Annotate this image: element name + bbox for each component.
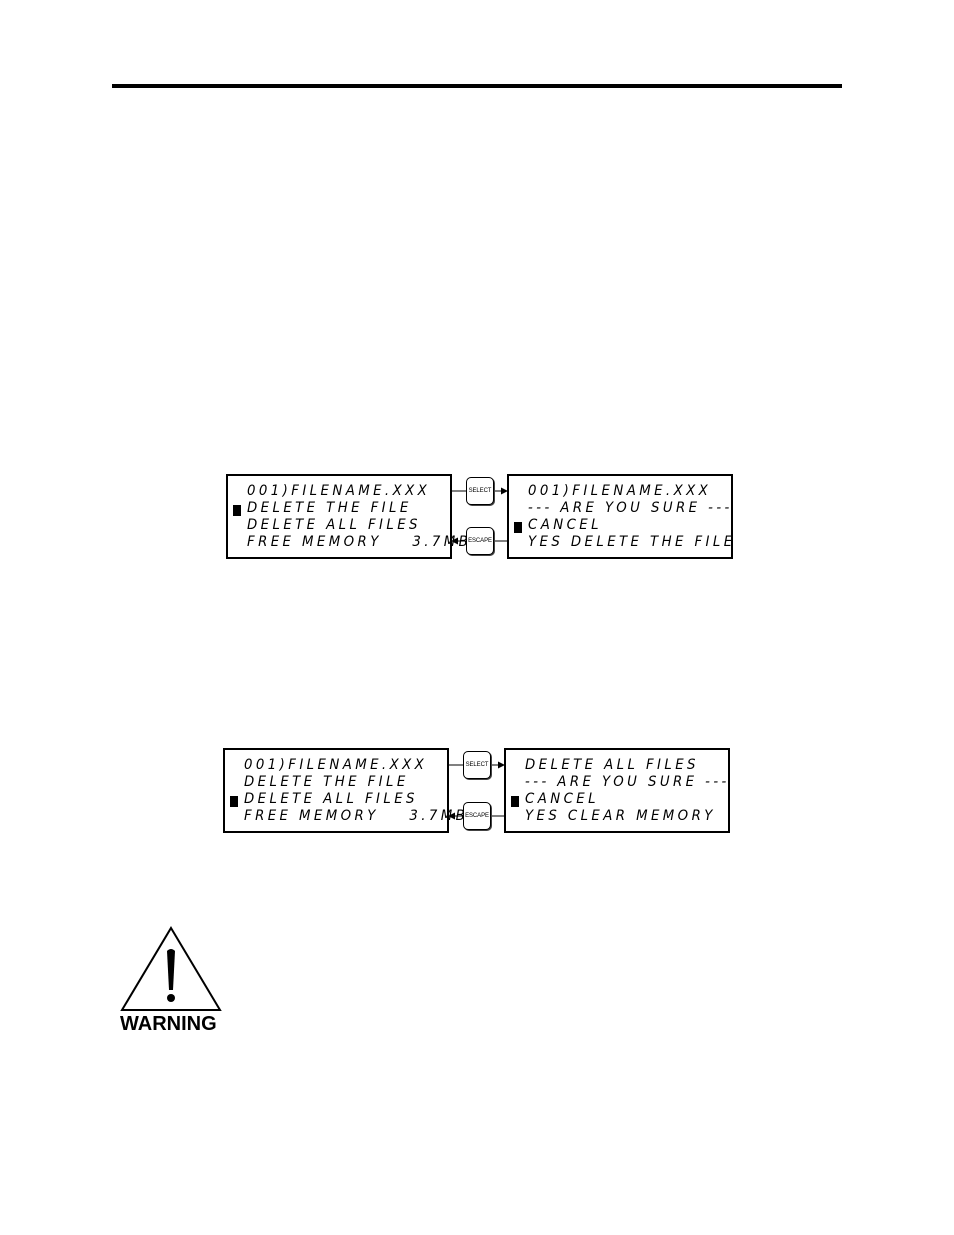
lcd-line-delete-all: DELETE ALL FILES [244,791,418,807]
lcd-line-are-you-sure: --- ARE YOU SURE --- [525,774,730,790]
escape-key[interactable]: ESCAPE [463,802,491,830]
lcd-line-are-you-sure: --- ARE YOU SURE --- [528,500,733,516]
lcd-line-delete-file: DELETE THE FILE [247,500,412,516]
lcd-line-delete-file: DELETE THE FILE [244,774,409,790]
lcd-line-cancel: CANCEL [525,791,599,807]
lcd-screen-confirm-delete: 001)FILENAME.XXX --- ARE YOU SURE --- CA… [507,474,733,559]
lcd-line-filename: 001)FILENAME.XXX [528,483,712,499]
lcd-screen-main-menu: 001)FILENAME.XXX DELETE THE FILE DELETE … [223,748,465,833]
warning-triangle-icon [120,926,222,1011]
escape-key[interactable]: ESCAPE [466,527,494,555]
selection-cursor [514,522,522,533]
lcd-line-yes-clear: YES CLEAR MEMORY [525,808,716,824]
selection-cursor [233,505,241,516]
lcd-line-cancel: CANCEL [528,517,602,533]
select-key[interactable]: SELECT [466,477,494,505]
selection-cursor [230,796,238,807]
lcd-line-free-memory: FREE MEMORY 3.7MB [247,534,472,550]
warning-label: WARNING [120,1013,217,1035]
lcd-screen-main-menu: 001)FILENAME.XXX DELETE THE FILE DELETE … [226,474,468,559]
lcd-line-delete-all: DELETE ALL FILES [525,757,699,773]
lcd-line-filename: 001)FILENAME.XXX [244,757,428,773]
lcd-screen-confirm-clear: DELETE ALL FILES --- ARE YOU SURE --- CA… [504,748,730,833]
lcd-line-filename: 001)FILENAME.XXX [247,483,431,499]
lcd-line-free-memory: FREE MEMORY 3.7MB [244,808,469,824]
select-key[interactable]: SELECT [463,751,491,779]
lcd-line-yes-delete: YES DELETE THE FILE [528,534,736,550]
selection-cursor [511,796,519,807]
lcd-line-delete-all: DELETE ALL FILES [247,517,421,533]
header-rule [112,84,842,88]
